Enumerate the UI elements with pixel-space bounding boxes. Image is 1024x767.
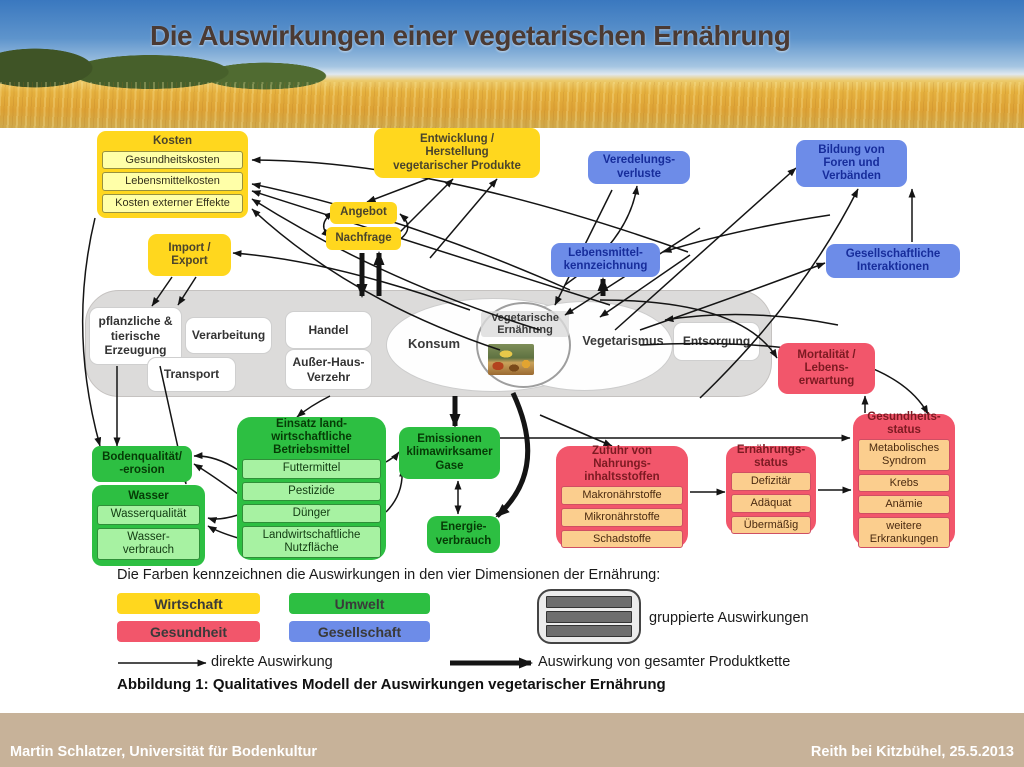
chain-item-transport: Transport (147, 357, 236, 392)
slide-title: Die Auswirkungen einer vegetarischen Ern… (150, 20, 791, 51)
zufuhr-item: Makronährstoffe (561, 486, 683, 506)
ernaehrungsstatus-item: Defizitär (731, 472, 811, 491)
chain-item-verarbeitung: Verarbeitung (185, 317, 272, 354)
veredelungsverluste-box: Veredelungs- verluste (588, 151, 690, 184)
legend-grouped-label: gruppierte Auswirkungen (649, 610, 809, 626)
gesundheitsstatus-item: Metabolisches Syndrom (858, 439, 950, 471)
einsatz-item: Landwirtschaftliche Nutzfläche (242, 525, 381, 559)
chain-item-pflanzliche-erzeugung: pflanzliche & tierische Erzeugung (89, 307, 182, 365)
energieverbrauch-box: Energie- verbrauch (427, 516, 500, 553)
zufuhr-box: Zufuhr von Nahrungs- inhaltsstoffen Makr… (556, 444, 688, 549)
ernaehrungsstatus-box: Ernährungs- status Defizitär Adäquat Übe… (726, 444, 816, 535)
bildung-foren-box: Bildung von Foren und Verbänden (796, 140, 907, 187)
vegetarian-food-photo (488, 344, 534, 375)
legend-chip-gesundheit: Gesundheit (117, 621, 260, 642)
einsatz-betriebsmittel-box: Einsatz land- wirtschaftliche Betriebsmi… (237, 417, 386, 560)
legend-chain-label: Auswirkung von gesamter Produktkette (538, 654, 791, 670)
ernaehrungsstatus-title: Ernährungs- status (736, 443, 806, 470)
zufuhr-item: Mikronährstoffe (561, 508, 683, 527)
legend-chip-umwelt: Umwelt (289, 593, 430, 614)
gesellschaftliche-interaktionen-box: Gesellschaftliche Interaktionen (826, 244, 960, 278)
gesundheitsstatus-item: Anämie (858, 495, 950, 514)
chain-item-handel: Handel (285, 311, 372, 349)
gesundheitsstatus-title: Gesundheits- status (867, 410, 941, 437)
grouped-impacts-icon (537, 589, 641, 644)
chain-item-vegetarische-ernaehrung: Vegetarische Ernährung (481, 311, 569, 337)
wasser-item: Wasserqualität (97, 505, 200, 525)
legend-direct-label: direkte Auswirkung (211, 654, 333, 670)
gesundheitsstatus-item: Krebs (858, 473, 950, 493)
zufuhr-item: Schadstoffe (561, 529, 683, 549)
grouped-bar (546, 610, 632, 623)
angebot-box: Angebot (330, 202, 397, 224)
chain-item-vegetarismus: Vegetarismus (582, 334, 664, 348)
lebensmittelkennzeichnung-box: Lebensmittel- kennzeichnung (551, 243, 660, 277)
gesundheitsstatus-item: weitere Erkrankungen (858, 516, 950, 549)
kosten-item: Kosten externer Effekte (102, 193, 243, 213)
footer-location-date: Reith bei Kitzbühel, 25.5.2013 (810, 744, 1014, 760)
zufuhr-title: Zufuhr von Nahrungs- inhaltsstoffen (584, 444, 660, 484)
kosten-box: Kosten Gesundheitskosten Lebensmittelkos… (97, 131, 248, 218)
emissionen-box: Emissionen klimawirksamer Gase (399, 427, 500, 479)
einsatz-title: Einsatz land- wirtschaftliche Betriebsmi… (271, 417, 352, 457)
chain-item-ausser-haus-verzehr: Außer-Haus- Verzehr (285, 349, 372, 390)
chain-item-entsorgung: Entsorgung (673, 322, 760, 361)
figure-caption: Abbildung 1: Qualitatives Modell der Aus… (117, 676, 666, 693)
import-export-box: Import / Export (148, 234, 231, 276)
grouped-bar (546, 625, 632, 637)
chain-item-konsum: Konsum (408, 336, 460, 351)
grouped-bar (546, 596, 632, 608)
wasser-box: Wasser Wasserqualität Wasser- verbrauch (92, 485, 205, 566)
footer-author: Martin Schlatzer, Universität für Bodenk… (10, 744, 317, 760)
wheat-texture (0, 82, 1024, 128)
entwicklung-herstellung-box: Entwicklung / Herstellung vegetarischer … (374, 128, 540, 178)
legend-chip-wirtschaft: Wirtschaft (117, 593, 260, 614)
einsatz-item: Futtermittel (242, 459, 381, 479)
ernaehrungsstatus-item: Übermäßig (731, 515, 811, 535)
einsatz-item: Pestizide (242, 481, 381, 501)
gesundheitsstatus-box: Gesundheits- status Metabolisches Syndro… (853, 411, 955, 549)
wasser-title: Wasser (128, 490, 169, 503)
bodenqualitaet-box: Bodenqualität/ -erosion (92, 446, 192, 482)
mortalitaet-box: Mortalität / Lebens- erwartung (778, 343, 875, 394)
kosten-title: Kosten (153, 135, 192, 148)
legend-chip-gesellschaft: Gesellschaft (289, 621, 430, 642)
legend-intro: Die Farben kennzeichnen die Auswirkungen… (117, 567, 661, 583)
wheat-field-header-image: Die Auswirkungen einer vegetarischen Ern… (0, 0, 1024, 128)
footer-bar: Martin Schlatzer, Universität für Bodenk… (0, 713, 1024, 767)
einsatz-item: Dünger (242, 503, 381, 523)
nachfrage-box: Nachfrage (326, 227, 401, 250)
kosten-item: Lebensmittelkosten (102, 172, 243, 191)
ernaehrungsstatus-item: Adäquat (731, 493, 811, 513)
wasser-item: Wasser- verbrauch (97, 527, 200, 560)
kosten-item: Gesundheitskosten (102, 150, 243, 170)
